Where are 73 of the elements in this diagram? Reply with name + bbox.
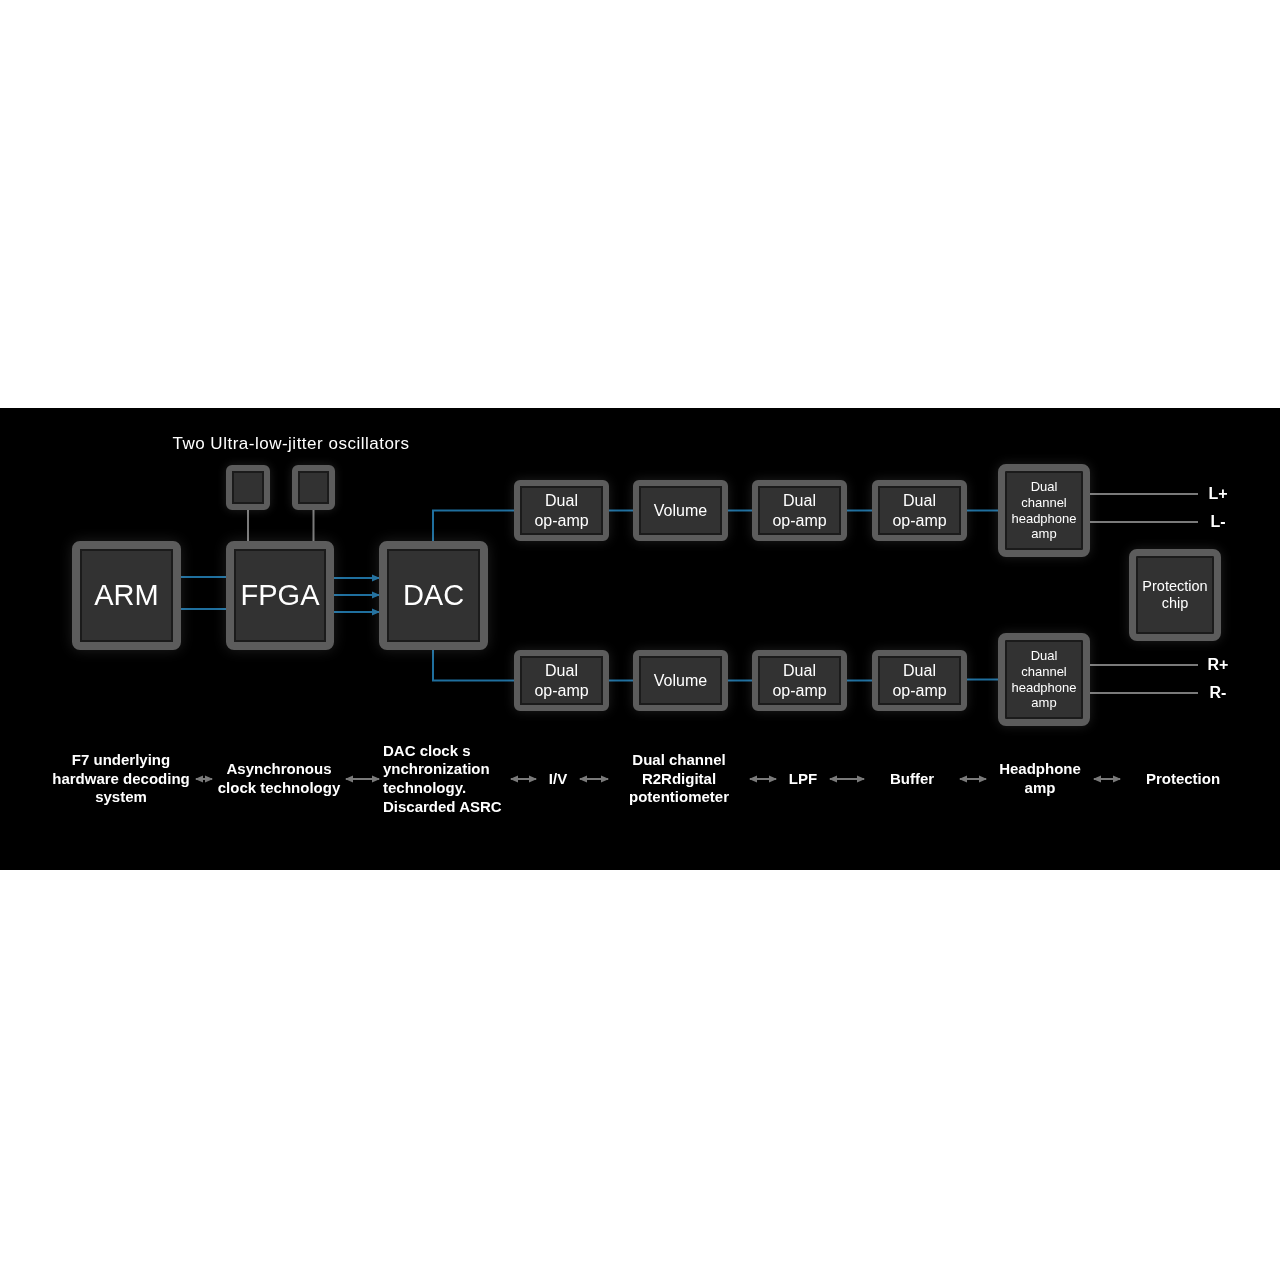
connector-line (1089, 692, 1199, 694)
double-arrow (1093, 775, 1121, 783)
connector-line (247, 509, 249, 542)
chip-box (1129, 549, 1221, 641)
chip-label: Dual op-amp (891, 491, 948, 530)
connector-line (180, 608, 227, 610)
connector-line (312, 509, 315, 542)
chip-label: Volume (652, 500, 709, 521)
chip-box (633, 650, 728, 711)
double-arrow (749, 775, 777, 783)
chip-box (226, 541, 334, 650)
chip-box (998, 633, 1090, 726)
chip-box (633, 480, 728, 541)
oscillator-box (226, 465, 270, 510)
arrow (333, 608, 380, 616)
chip-box (514, 650, 609, 711)
stage-label: Protection (1124, 744, 1242, 814)
connector-line (432, 509, 515, 542)
double-arrow (510, 775, 537, 783)
chip-box (872, 650, 967, 711)
output-pin-label: L+ (1204, 483, 1232, 505)
connector-line (608, 509, 634, 512)
chip-box (872, 480, 967, 541)
chip-label: Dual op-amp (891, 661, 948, 700)
chip-label: ARM (93, 578, 160, 613)
double-arrow (345, 775, 380, 783)
connector-line (966, 509, 999, 512)
connector-line (1089, 493, 1199, 495)
connector-line (727, 679, 753, 682)
chip-box (72, 541, 181, 650)
connector-line (1089, 664, 1199, 666)
arrow (333, 591, 380, 599)
chip-label: Volume (652, 670, 709, 691)
stage-label: F7 underlying hardware decoding system (50, 744, 192, 814)
stage-label: Headphone amp (990, 744, 1090, 814)
output-pin-label: L- (1204, 511, 1232, 533)
chip-box (752, 650, 847, 711)
stage-label: Dual channel R2Rdigital potentiometer (612, 744, 746, 814)
stage-label: LPF (780, 744, 826, 814)
connector-line (846, 509, 873, 512)
connector-line (608, 679, 634, 682)
chip-box (379, 541, 488, 650)
chip-box (998, 464, 1090, 557)
arrow (333, 574, 380, 582)
connector-line (432, 649, 515, 682)
stage-label: Buffer (868, 744, 956, 814)
chip-label: DAC (401, 578, 466, 613)
chip-label: Dual op-amp (771, 661, 828, 700)
chip-label: Dual op-amp (533, 491, 590, 530)
double-arrow (195, 775, 213, 783)
connector-line (1089, 521, 1199, 523)
chip-label: Dual channel headphone amp (1010, 648, 1078, 711)
connector-line (727, 509, 753, 512)
connector-line (846, 679, 873, 682)
connector-line (966, 678, 999, 681)
chip-box (514, 480, 609, 541)
output-pin-label: R+ (1204, 654, 1232, 676)
chip-box (752, 480, 847, 541)
stage-label: DAC clock s ynchronization technology. Discarded ASRC (383, 744, 507, 814)
stage-label: I/V (540, 744, 576, 814)
chip-label: Dual channel headphone amp (1010, 479, 1078, 542)
oscillator-heading: Two Ultra-low-jitter oscillators (171, 434, 411, 454)
chip-label: FPGA (239, 578, 321, 613)
chip-label: Dual op-amp (533, 661, 590, 700)
output-pin-label: R- (1204, 682, 1232, 704)
stage-label: Asynchronous clock technology (216, 744, 342, 814)
double-arrow (579, 775, 609, 783)
chip-label: Protection chip (1141, 577, 1209, 613)
oscillator-box (292, 465, 335, 510)
connector-line (180, 576, 227, 578)
chip-label: Dual op-amp (771, 491, 828, 530)
double-arrow (829, 775, 865, 783)
double-arrow (959, 775, 987, 783)
